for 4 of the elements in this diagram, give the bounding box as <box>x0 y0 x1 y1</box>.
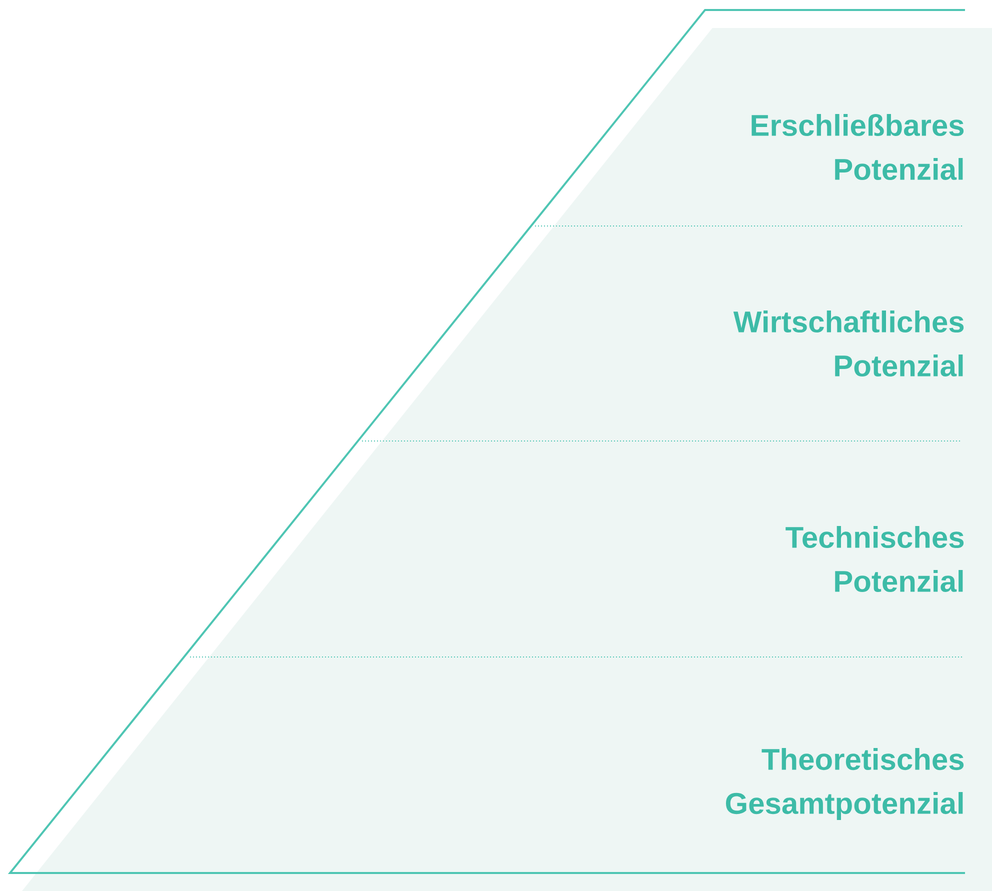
level-label: Erschließbares Potenzial <box>752 114 964 180</box>
level-label: Technisches Potenzial <box>786 526 964 592</box>
level-label: Theoretisches Gesamtpotenzial <box>726 748 964 820</box>
level-label: Wirtschaftliches Potenzial <box>733 310 964 377</box>
